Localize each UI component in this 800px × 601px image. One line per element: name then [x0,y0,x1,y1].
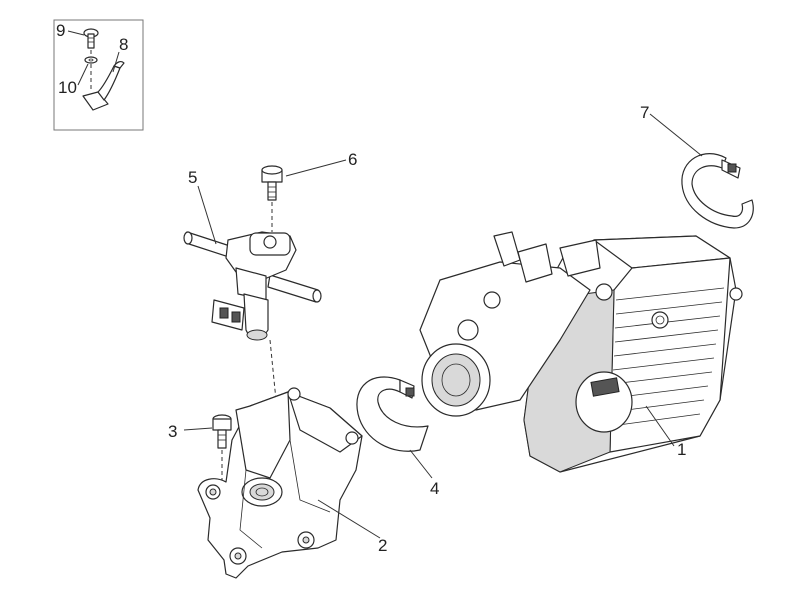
inset-detail-box [53,19,144,131]
part-4-hose-clamp[interactable] [356,376,429,452]
callout-1: 1 [677,440,686,459]
part-1-throttle-body[interactable] [419,231,743,473]
part-9-screw[interactable] [83,28,99,49]
callout-10: 10 [58,78,77,97]
part-7-hose-clamp[interactable] [681,153,754,229]
part-8-bracket[interactable] [82,60,125,111]
part-6-bolt[interactable] [261,165,283,201]
part-3-bolt[interactable] [212,414,232,449]
callout-6: 6 [348,150,357,169]
part-2-intake-manifold[interactable] [197,387,363,579]
part-10-washer[interactable] [84,56,98,64]
callout-5: 5 [188,168,197,187]
callout-4: 4 [430,479,439,498]
callout-9: 9 [56,21,65,40]
callout-7: 7 [640,103,649,122]
callout-2: 2 [378,536,387,555]
part-5-fuel-injector[interactable] [183,231,322,341]
callout-8: 8 [119,35,128,54]
leader-lines [183,113,703,539]
callout-labels: 1 2 3 4 5 6 7 8 9 10 [56,21,686,555]
callout-3: 3 [168,422,177,441]
